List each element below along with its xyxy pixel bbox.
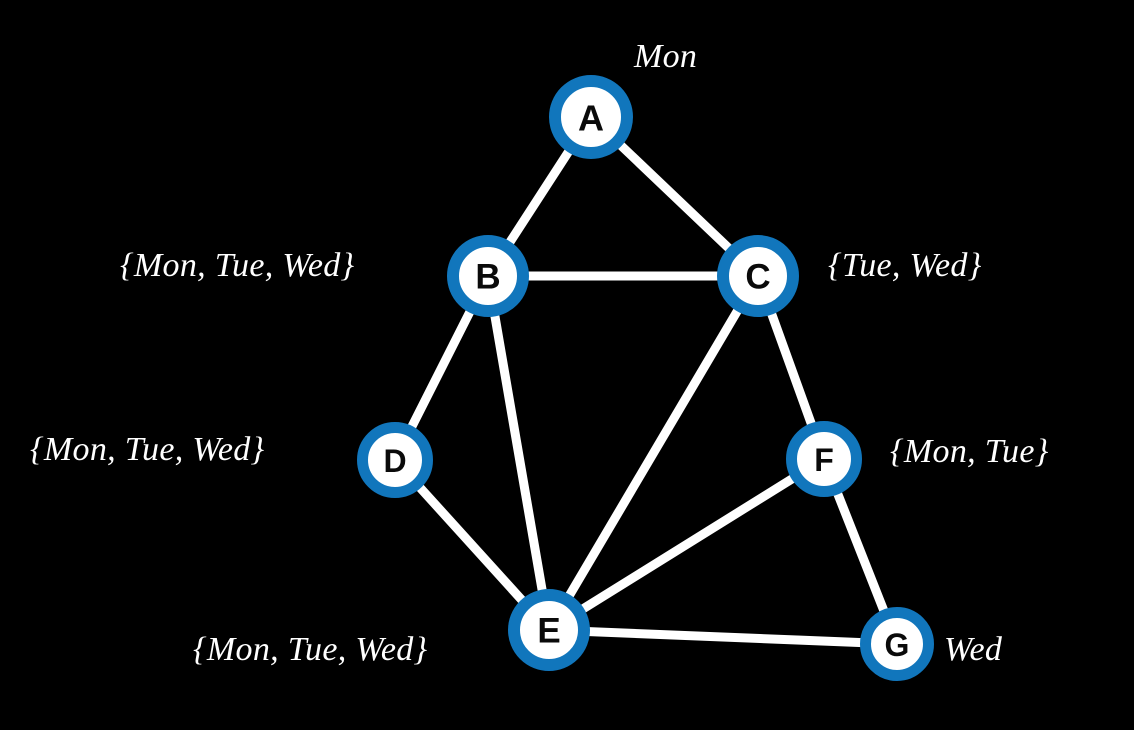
node-c[interactable]: C xyxy=(717,235,799,317)
edge-e-g xyxy=(544,625,902,649)
node-letter-d: D xyxy=(383,443,406,479)
node-letter-c: C xyxy=(745,258,770,297)
node-letter-a: A xyxy=(578,98,604,139)
node-circle-e[interactable] xyxy=(508,589,590,671)
node-domain-label-c: {Tue, Wed} xyxy=(828,247,982,284)
node-domain-label-g: Wed xyxy=(944,631,1003,668)
node-e[interactable]: E xyxy=(508,589,590,671)
edge-e-f xyxy=(544,454,829,635)
node-d[interactable]: D xyxy=(357,422,433,498)
node-circle-f[interactable] xyxy=(786,421,862,497)
node-domain-label-a: Mon xyxy=(634,38,698,75)
node-circle-g[interactable] xyxy=(860,607,934,681)
node-circle-c[interactable] xyxy=(717,235,799,317)
node-b[interactable]: B xyxy=(447,235,529,317)
node-f[interactable]: F xyxy=(786,421,862,497)
edge-b-e xyxy=(483,271,554,635)
edge-c-e xyxy=(544,271,763,635)
nodes-group: A B C D F E G xyxy=(357,75,934,681)
node-circle-d[interactable] xyxy=(357,422,433,498)
node-letter-f: F xyxy=(814,442,834,478)
node-a[interactable]: A xyxy=(549,75,633,159)
node-domain-label-d: {Mon, Tue, Wed} xyxy=(30,431,265,468)
node-domain-label-e: {Mon, Tue, Wed} xyxy=(193,631,428,668)
node-g[interactable]: G xyxy=(860,607,934,681)
node-letter-e: E xyxy=(537,612,560,651)
node-circle-b[interactable] xyxy=(447,235,529,317)
node-domain-label-b: {Mon, Tue, Wed} xyxy=(120,247,355,284)
node-circle-a[interactable] xyxy=(549,75,633,159)
node-domain-label-f: {Mon, Tue} xyxy=(890,433,1049,470)
node-letter-g: G xyxy=(885,627,910,663)
edges-group xyxy=(390,112,902,649)
node-letter-b: B xyxy=(475,258,500,297)
